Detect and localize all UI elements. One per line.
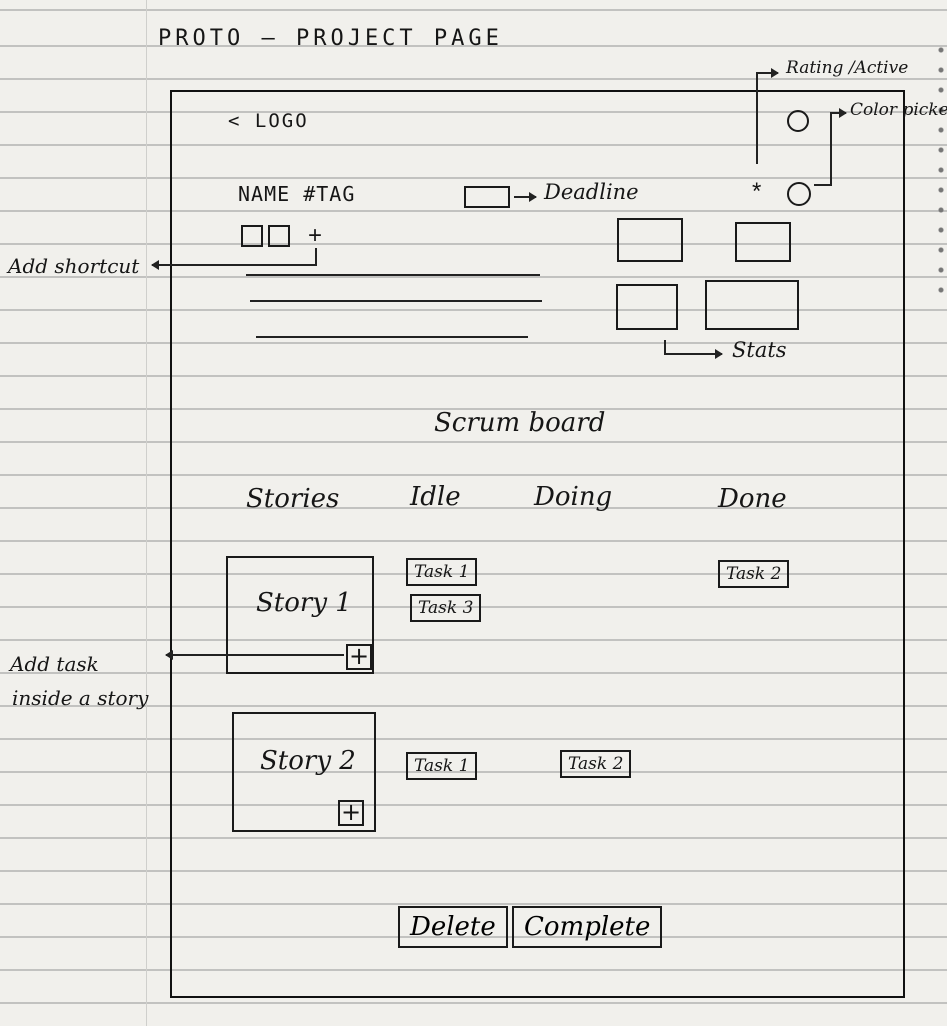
description-line-3 (256, 336, 528, 338)
deadline-annotation: Deadline (544, 180, 639, 204)
project-name-tag[interactable]: NAME #TAG (238, 182, 356, 206)
task-card[interactable]: Task 2 (560, 750, 632, 778)
story-label: Story 1 (256, 588, 352, 618)
task-card[interactable]: Task 1 (406, 752, 478, 780)
rating-arrow (756, 68, 779, 78)
rating-arrow-stem (756, 72, 758, 164)
shortcut-1[interactable] (241, 225, 263, 247)
color-picker-annotation: Color picker (850, 100, 947, 120)
app-frame (170, 90, 905, 998)
deadline-arrow (514, 192, 537, 202)
rating-active-annotation: Rating /Active (786, 58, 909, 78)
page-title: PROTO — PROJECT PAGE (158, 26, 503, 51)
column-idle: Idle (410, 482, 461, 512)
column-doing: Doing (534, 482, 613, 512)
shortcut-2[interactable] (268, 225, 290, 247)
description-line-1 (246, 274, 540, 276)
color-arrow-base (814, 184, 832, 186)
task-card[interactable]: Task 3 (410, 594, 482, 622)
add-task-arrowhead (165, 650, 186, 660)
story-card-1[interactable]: Story 1 + (226, 556, 374, 674)
color-arrow-stem (830, 112, 832, 184)
column-done: Done (718, 484, 787, 514)
task-card[interactable]: Task 1 (406, 558, 478, 586)
add-task-annotation-line2: inside a story (12, 686, 149, 710)
add-shortcut-annotation: Add shortcut (8, 254, 140, 278)
add-task-annotation: Add task (10, 652, 99, 676)
add-task-button[interactable]: + (338, 800, 364, 826)
notebook-spiral (937, 40, 945, 300)
delete-button[interactable]: Delete (398, 906, 508, 948)
color-arrow (830, 108, 847, 118)
add-task-arrow (176, 654, 344, 656)
story-card-2[interactable]: Story 2 + (232, 712, 376, 832)
stat-widget-3 (616, 284, 678, 330)
add-shortcut-arrowhead (151, 260, 172, 270)
complete-button[interactable]: Complete (512, 906, 663, 948)
column-stories: Stories (246, 484, 340, 514)
description-line-2 (250, 300, 542, 302)
task-card[interactable]: Task 2 (718, 560, 790, 588)
stats-arrow (664, 349, 723, 359)
add-task-button[interactable]: + (346, 644, 372, 670)
rating-active-toggle[interactable] (787, 110, 809, 132)
add-shortcut-arrow-stem (315, 248, 317, 265)
stat-widget-1 (617, 218, 683, 262)
deadline-field[interactable] (464, 186, 510, 208)
color-picker-button[interactable] (787, 182, 811, 206)
notebook-margin-line (146, 0, 147, 1026)
stat-widget-4 (705, 280, 799, 330)
add-shortcut-arrow (162, 264, 317, 266)
story-label: Story 2 (260, 746, 356, 776)
stats-annotation: Stats (732, 338, 787, 362)
scrum-board-title: Scrum board (434, 408, 606, 438)
add-shortcut-button[interactable]: + (308, 222, 323, 249)
stat-widget-2 (735, 222, 791, 262)
stats-arrow-stem (664, 340, 666, 354)
star-icon[interactable]: * (752, 178, 762, 205)
back-logo-button[interactable]: < LOGO (228, 110, 309, 132)
